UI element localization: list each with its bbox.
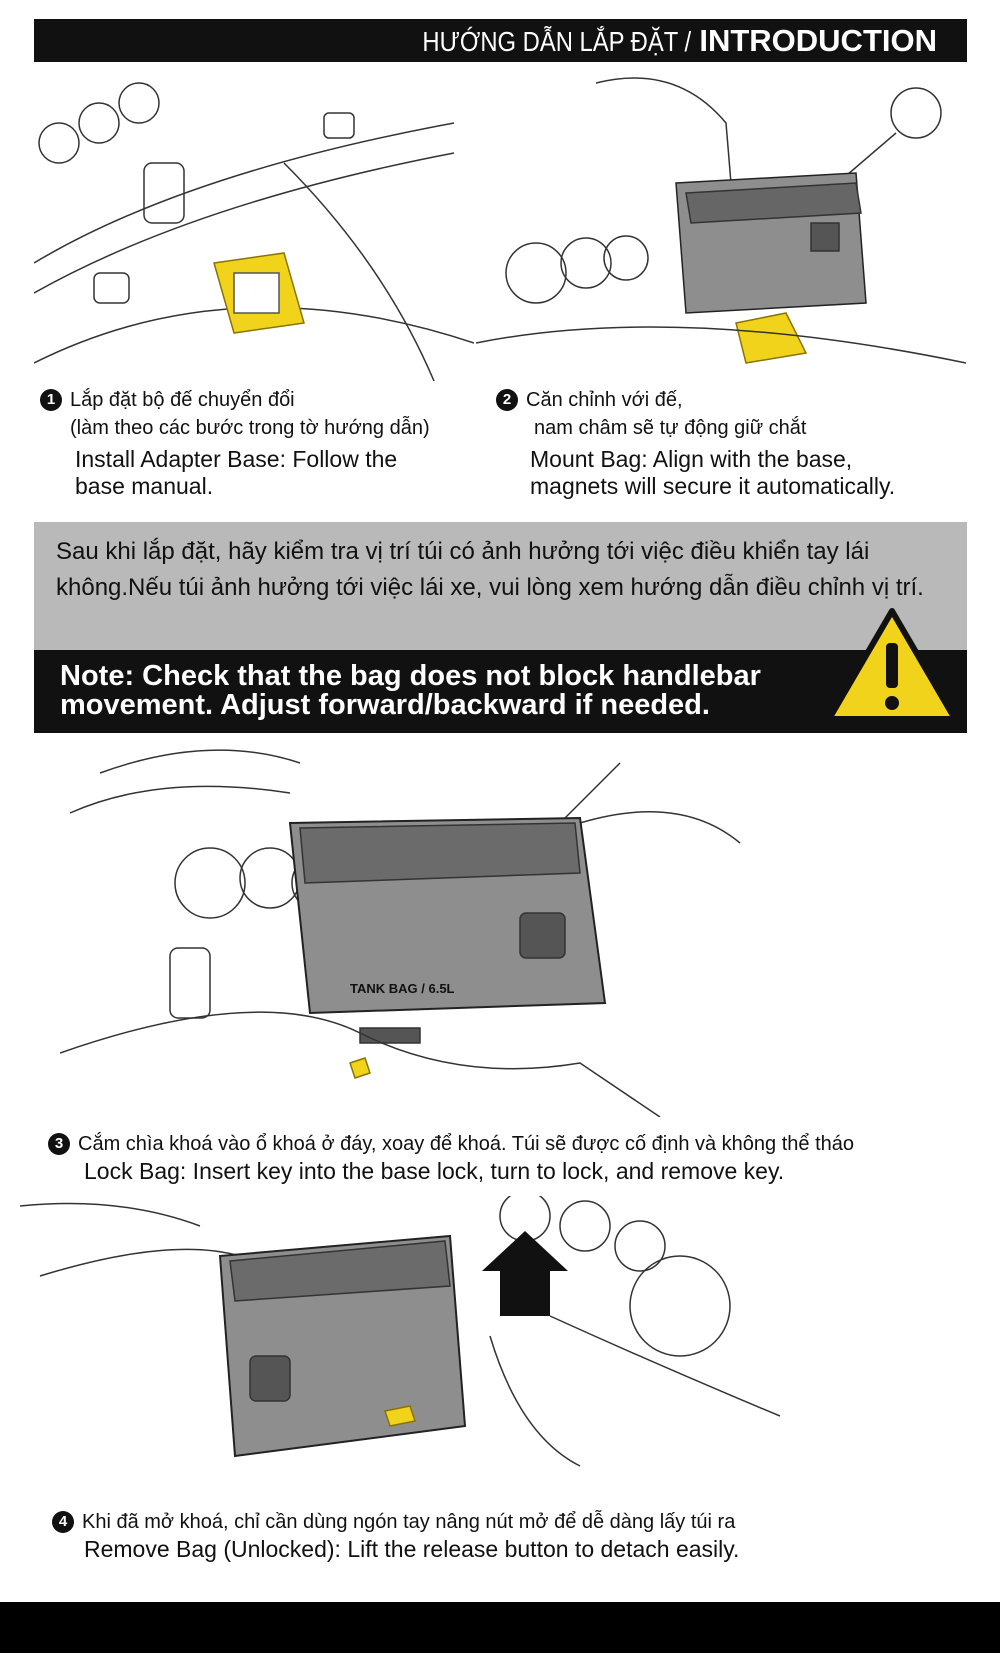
step-number: 1 [40, 389, 62, 411]
page-header: HƯỚNG DẪN LẮP ĐẶT / INTRODUCTION [34, 19, 967, 62]
header-title-en: INTRODUCTION [699, 23, 937, 58]
note-line1: Note: Check that the bag does not block … [60, 660, 761, 692]
note-line2: movement. Adjust forward/backward if nee… [60, 689, 710, 721]
mount-bag-illustration [476, 77, 966, 364]
warning-vi-box: Sau khi lắp đặt, hãy kiểm tra vị trí túi… [34, 522, 967, 650]
header-title-vi: HƯỚNG DẪN LẮP ĐẶT / [422, 26, 692, 57]
adapter-base-illustration [34, 82, 474, 381]
step-2-vi-line1: Căn chỉnh với đế, [526, 389, 683, 411]
step-1-en-line1: Install Adapter Base: Follow the [75, 446, 398, 472]
step-1-caption: 1 Lắp đặt bộ đế chuyển đổi (làm theo các … [40, 386, 430, 500]
step-2-caption: 2 Căn chỉnh với đế, nam châm sẽ tự động g… [496, 386, 895, 500]
remove-bag-illustration [20, 1196, 781, 1467]
step-4-caption: 4 Khi đã mở khoá, chỉ cần dùng ngón tay n… [52, 1508, 739, 1563]
step-1-en-line2: base manual. [75, 473, 214, 499]
bag-label: TANK BAG / 6.5L [350, 981, 455, 996]
lift-arrow-icon [482, 1231, 568, 1316]
step-3-caption: 3 Cắm chìa khoá vào ổ khoá ở đáy, xoay để… [48, 1130, 854, 1185]
step-number: 4 [52, 1511, 74, 1533]
step-2-en-line2: magnets will secure it automatically. [530, 473, 896, 499]
warning-vi-text: Sau khi lắp đặt, hãy kiểm tra vị trí túi… [56, 538, 924, 601]
step-3-vi-line1: Cắm chìa khoá vào ổ khoá ở đáy, xoay để … [78, 1133, 855, 1155]
step-number: 3 [48, 1133, 70, 1155]
step-2-en-line1: Mount Bag: Align with the base, [530, 446, 853, 472]
warning-triangle-icon [826, 608, 958, 722]
step-number: 2 [496, 389, 518, 411]
step-1-vi-line1: Lắp đặt bộ đế chuyển đổi [70, 389, 295, 411]
step-4-vi-line1: Khi đã mở khoá, chỉ cần dùng ngón tay nâ… [82, 1511, 736, 1533]
step-2-vi-line2: nam châm sẽ tự động giữ chắt [534, 417, 807, 439]
step-3-en-line1: Lock Bag: Insert key into the base lock,… [84, 1158, 785, 1184]
lock-bag-illustration: TANK BAG / 6.5L [60, 749, 741, 1117]
step-1-vi-line2: (làm theo các bước trong tờ hướng dẫn) [70, 417, 430, 439]
step-4-en-line1: Remove Bag (Unlocked): Lift the release … [84, 1536, 740, 1562]
footer-bar [0, 1602, 1000, 1653]
note-box: Note: Check that the bag does not block … [34, 650, 967, 733]
